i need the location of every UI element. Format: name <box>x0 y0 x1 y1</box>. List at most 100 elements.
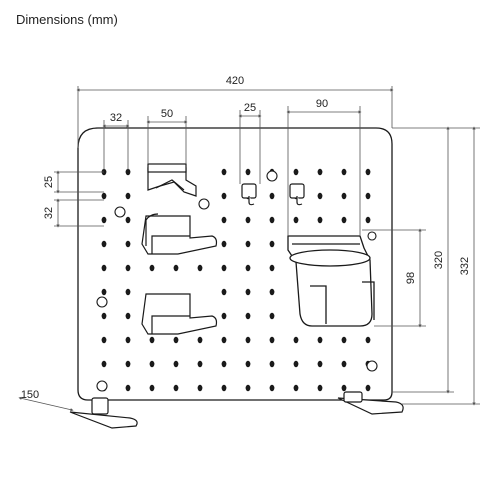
right-foot <box>337 391 404 415</box>
peg-hole <box>221 360 227 368</box>
label-32-horizontal: 32 <box>110 112 122 124</box>
double-hook <box>147 163 197 197</box>
peg-hole <box>197 336 203 344</box>
peg-hole <box>245 384 251 392</box>
peg-hole <box>293 384 299 392</box>
label-25-vertical: 25 <box>43 176 55 188</box>
peg-hole <box>101 360 107 368</box>
peg-hole <box>245 240 251 248</box>
small-hook-left <box>241 183 257 206</box>
peg-hole <box>341 336 347 344</box>
peg-hole <box>125 264 131 272</box>
peg-hole <box>125 240 131 248</box>
cup-holder <box>287 235 375 327</box>
peg-hole <box>293 360 299 368</box>
peg-hole <box>125 336 131 344</box>
peg-hole <box>269 192 275 200</box>
peg-hole <box>293 168 299 176</box>
label-25-horizontal: 25 <box>244 102 256 114</box>
peg-hole <box>245 336 251 344</box>
peg-hole <box>101 240 107 248</box>
peg-hole <box>101 192 107 200</box>
peg-hole <box>173 264 179 272</box>
peg-hole <box>149 336 155 344</box>
peg-hole <box>317 384 323 392</box>
peg-hole <box>221 216 227 224</box>
peg-hole <box>245 216 251 224</box>
label-98: 98 <box>405 272 417 284</box>
peg-hole <box>173 384 179 392</box>
peg-hole <box>365 384 371 392</box>
peg-hole <box>221 192 227 200</box>
peg-hole <box>221 336 227 344</box>
peg-hole <box>149 360 155 368</box>
dim-150-line <box>18 396 74 412</box>
peg-hole <box>341 360 347 368</box>
label-332: 332 <box>459 257 471 275</box>
label-32-vertical: 32 <box>43 207 55 219</box>
peg-hole <box>269 312 275 320</box>
peg-hole <box>365 336 371 344</box>
peg-hole <box>245 264 251 272</box>
label-420: 420 <box>226 75 244 87</box>
peg-hole <box>365 216 371 224</box>
peg-hole <box>293 336 299 344</box>
label-150: 150 <box>21 389 39 401</box>
peg-hole <box>125 360 131 368</box>
peg-hole <box>341 168 347 176</box>
peg-hole <box>149 264 155 272</box>
peg-hole <box>245 312 251 320</box>
peg-hole <box>221 384 227 392</box>
phone-holder-bottom <box>141 293 218 335</box>
peg-hole <box>125 384 131 392</box>
peg-pins <box>96 170 378 392</box>
label-90: 90 <box>316 98 328 110</box>
peg-hole <box>317 192 323 200</box>
peg-hole <box>269 216 275 224</box>
peg-hole <box>269 240 275 248</box>
peg-hole <box>125 312 131 320</box>
peg-hole <box>365 192 371 200</box>
peg-hole <box>317 216 323 224</box>
peg-hole <box>101 336 107 344</box>
peg-hole <box>245 168 251 176</box>
left-foot <box>69 397 138 429</box>
peg-hole <box>221 264 227 272</box>
phone-holder-top <box>141 213 218 255</box>
small-hook-right <box>289 183 305 206</box>
peg-hole <box>125 216 131 224</box>
peg-hole <box>317 336 323 344</box>
peg-hole <box>173 360 179 368</box>
peg-hole <box>125 192 131 200</box>
peg-hole <box>149 384 155 392</box>
peg-hole <box>293 216 299 224</box>
peg-hole <box>245 288 251 296</box>
peg-hole <box>269 288 275 296</box>
peg-hole <box>173 336 179 344</box>
peg-hole <box>221 312 227 320</box>
peg-hole <box>317 360 323 368</box>
peg-hole <box>197 360 203 368</box>
peg-hole <box>365 168 371 176</box>
peg-hole <box>221 168 227 176</box>
peg-hole <box>221 240 227 248</box>
peg-hole <box>101 288 107 296</box>
peg-hole <box>245 360 251 368</box>
peg-hole <box>341 216 347 224</box>
peg-hole <box>269 336 275 344</box>
peg-holes <box>101 168 371 392</box>
peg-hole <box>341 192 347 200</box>
peg-hole <box>341 384 347 392</box>
label-50: 50 <box>161 108 173 120</box>
peg-hole <box>269 360 275 368</box>
peg-hole <box>269 264 275 272</box>
peg-hole <box>101 312 107 320</box>
peg-hole <box>197 264 203 272</box>
peg-hole <box>125 168 131 176</box>
peg-hole <box>221 288 227 296</box>
label-320: 320 <box>433 251 445 269</box>
peg-hole <box>317 168 323 176</box>
peg-hole <box>101 264 107 272</box>
peg-hole <box>125 288 131 296</box>
